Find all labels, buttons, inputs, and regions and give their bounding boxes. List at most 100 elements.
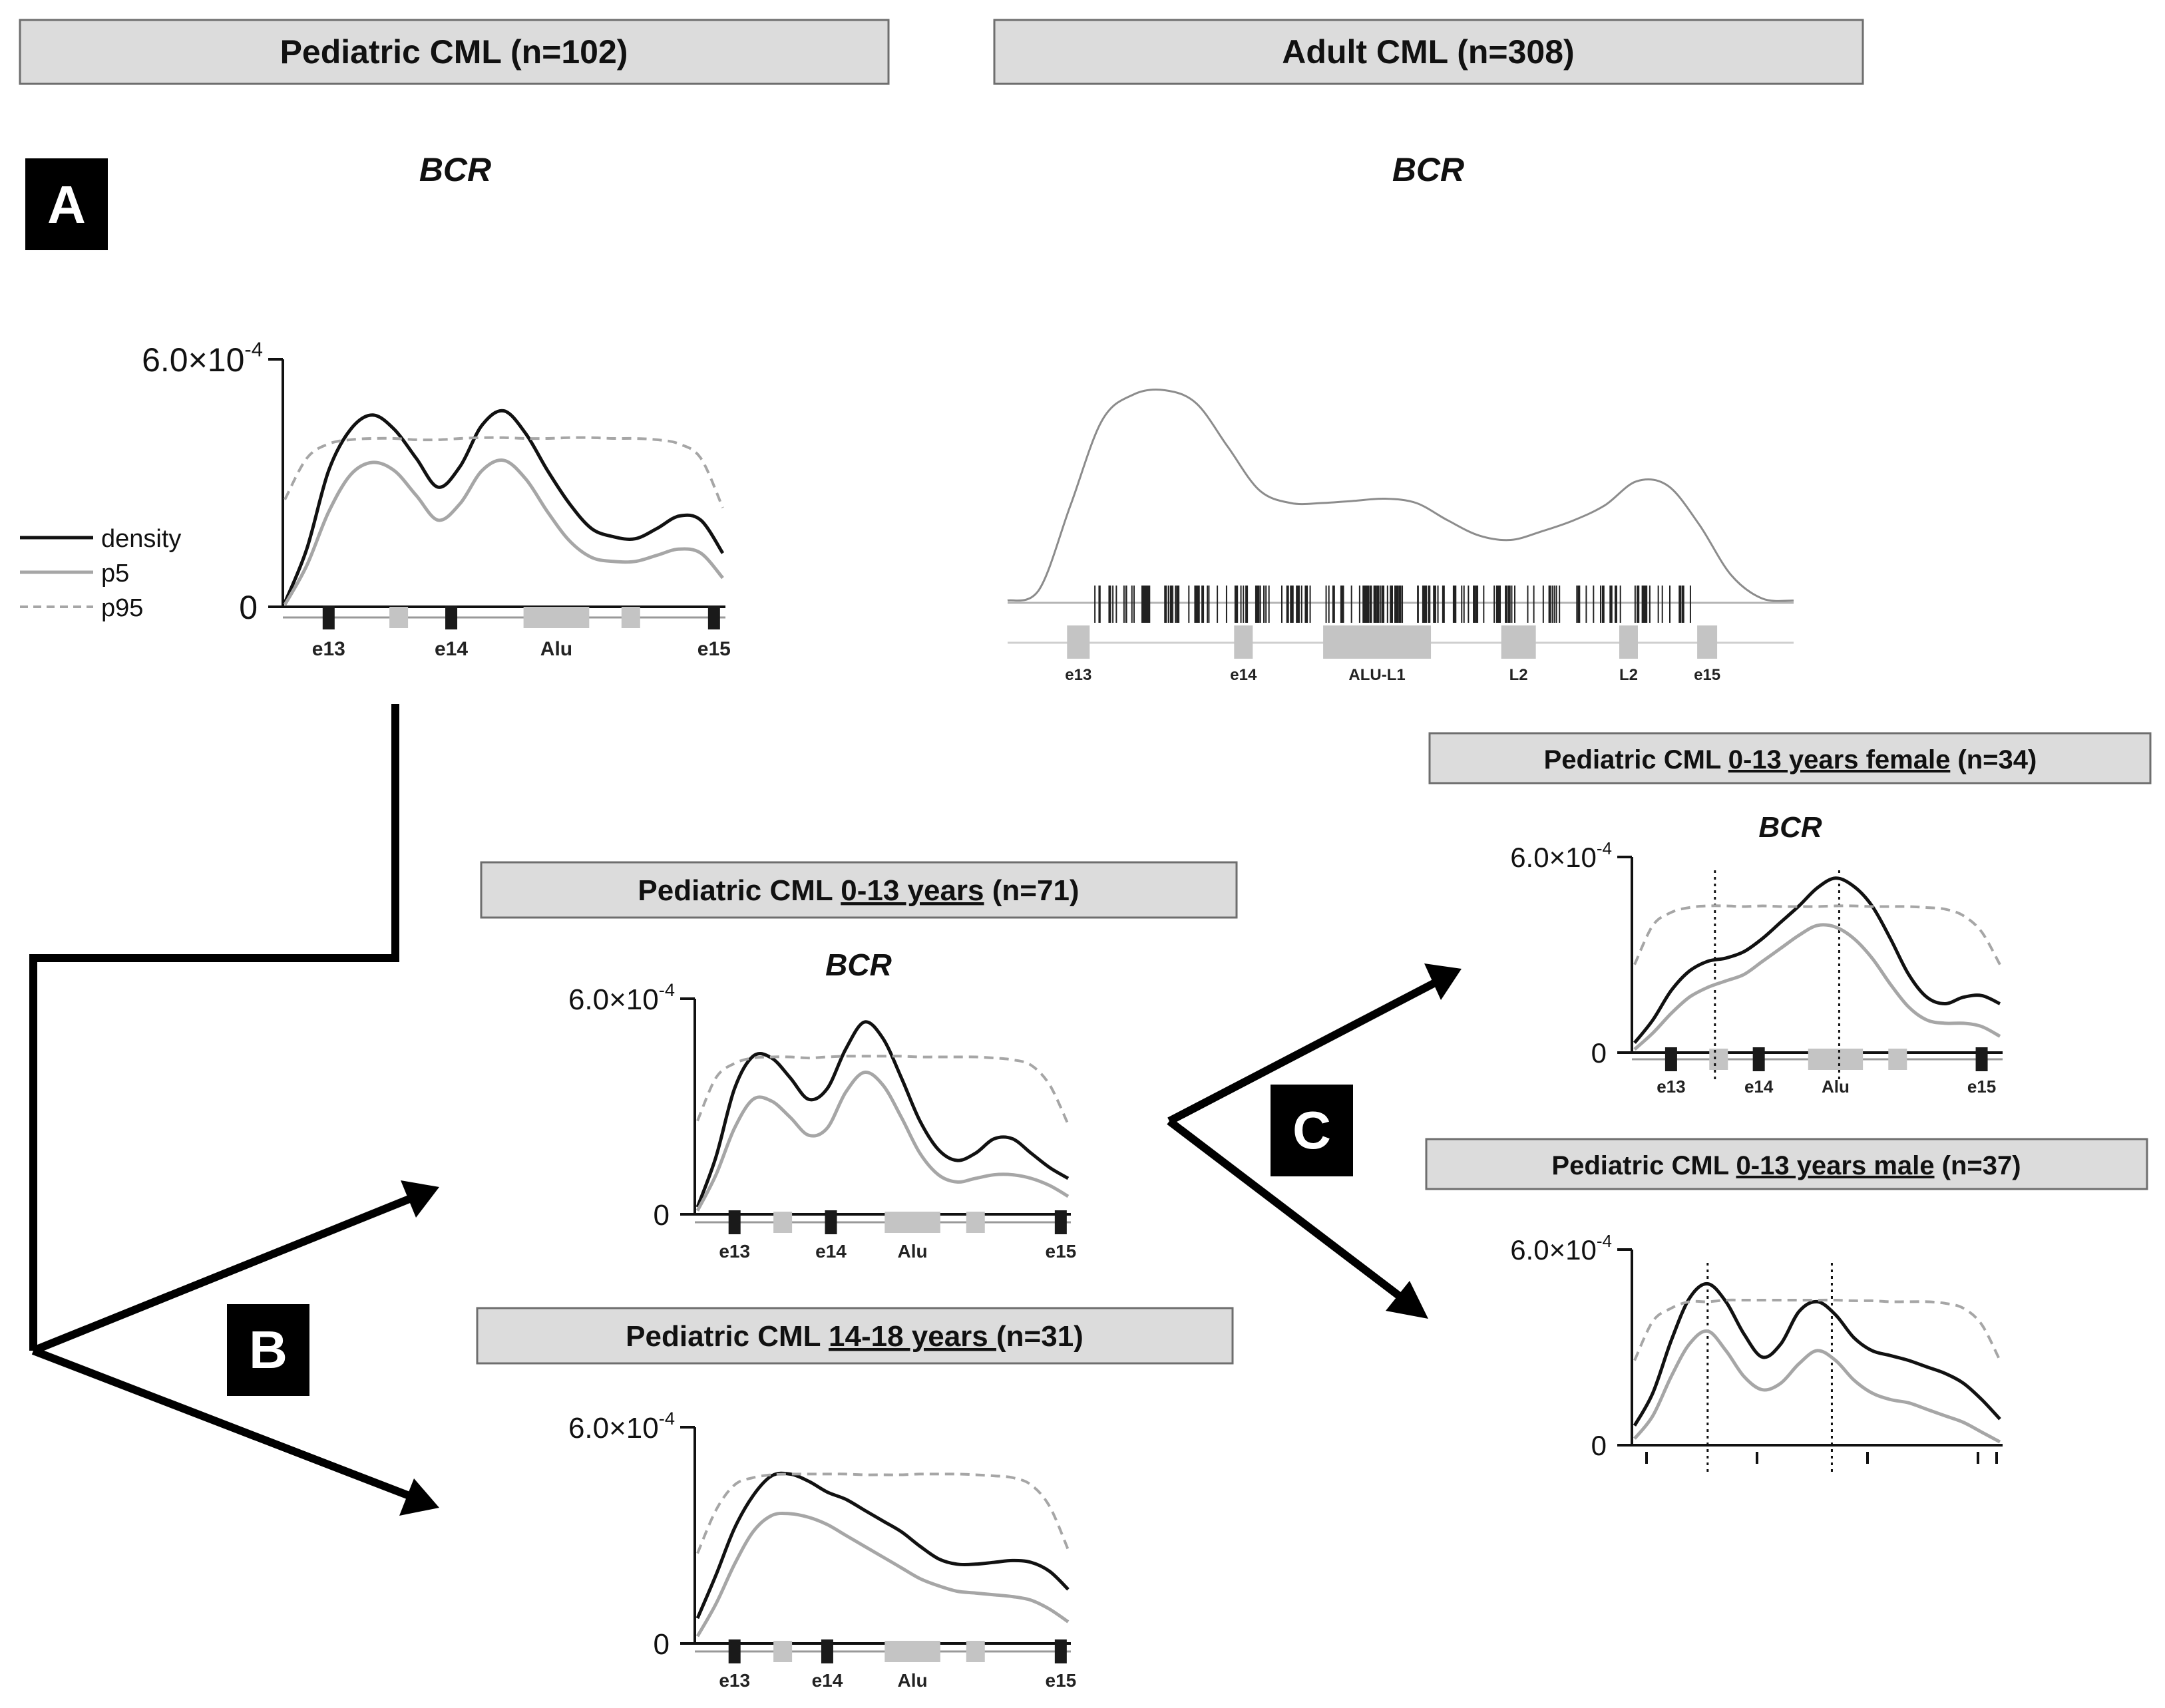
series-density <box>1633 876 2001 1044</box>
exon-label-e13: e13 <box>1065 666 1091 684</box>
series-density <box>1633 1281 2001 1427</box>
exon-label-L2: L2 <box>1509 666 1528 684</box>
exon-label-e14: e14 <box>435 638 468 660</box>
header-adult: Adult CML (n=308) <box>1282 33 1574 71</box>
exon-label-L2: L2 <box>1619 666 1638 684</box>
exon-marker-minor <box>773 1641 793 1662</box>
y-tick-exponent: -4 <box>244 338 263 361</box>
y-tick-label-zero: 0 <box>654 1628 670 1661</box>
header-box-adult <box>993 19 1864 85</box>
y-tick-mantissa: 6.0×10 <box>1510 1234 1597 1266</box>
exon-label-e13: e13 <box>719 1670 750 1691</box>
exon-label-Alu: Alu <box>898 1241 928 1262</box>
exon-marker-L2 <box>1501 625 1536 659</box>
y-tick-mantissa: 6.0×10 <box>568 983 659 1016</box>
exon-label-e15: e15 <box>1694 666 1720 684</box>
y-tick-exponent: -4 <box>1597 838 1612 858</box>
exon-marker-e13 <box>728 1639 741 1663</box>
series-density <box>695 1471 1070 1620</box>
exon-label-Alu: Alu <box>540 638 572 660</box>
y-tick-label-zero: 0 <box>654 1199 670 1232</box>
series-p95 <box>1633 904 2001 965</box>
badge-c-box <box>1271 1085 1353 1176</box>
badge-a: A <box>47 175 86 234</box>
y-tick-label-top: 6.0×10-4 <box>568 1408 675 1445</box>
y-tick-label-top: 6.0×10-4 <box>568 979 675 1016</box>
series-density <box>283 409 725 603</box>
badge-a-box <box>25 158 108 250</box>
exon-marker-minor <box>389 607 409 628</box>
exon-marker-e13 <box>1665 1047 1677 1071</box>
exon-marker-minor <box>966 1212 985 1233</box>
badge-b: B <box>249 1320 288 1379</box>
chart-title-adult: BCR <box>1392 151 1464 188</box>
badge-b-box <box>227 1304 309 1396</box>
exon-marker-e14 <box>821 1639 833 1663</box>
y-tick-label-top: 6.0×10-4 <box>1510 1231 1612 1266</box>
exon-marker-e14 <box>1752 1047 1765 1071</box>
header-box-age-0-13 <box>480 861 1238 919</box>
exon-marker-e13 <box>1067 625 1090 659</box>
y-tick-mantissa: 6.0×10 <box>1510 842 1597 873</box>
exon-marker-e15 <box>1054 1639 1067 1663</box>
header-box-age-14-18 <box>476 1307 1234 1365</box>
header-male: Pediatric CML 0-13 years male (n=37) <box>1551 1151 2021 1180</box>
exon-marker-e13 <box>322 605 335 629</box>
exon-label-Alu: Alu <box>1822 1077 1850 1097</box>
exon-label-e14: e14 <box>1744 1077 1774 1097</box>
series-p5 <box>695 1071 1070 1212</box>
legend-label-p5: p5 <box>101 560 129 588</box>
exon-marker-e13 <box>728 1210 741 1234</box>
series-p5 <box>695 1511 1070 1637</box>
exon-marker-alu <box>885 1641 940 1662</box>
exon-marker-minor <box>1888 1049 1907 1070</box>
arrow-b-upper <box>31 1194 415 1355</box>
header-female: Pediatric CML 0-13 years female (n=34) <box>1544 745 2037 774</box>
y-tick-mantissa: 6.0×10 <box>142 341 244 379</box>
exon-label-e14: e14 <box>1230 666 1257 684</box>
exon-marker-alu <box>1808 1049 1864 1070</box>
exon-marker-ALU-L1 <box>1323 625 1432 659</box>
y-tick-label-top: 6.0×10-4 <box>142 338 263 379</box>
y-tick-exponent: -4 <box>1597 1231 1612 1251</box>
y-tick-exponent: -4 <box>659 979 675 1000</box>
arrow-b-lower <box>31 1347 415 1501</box>
exon-marker-e15 <box>1054 1210 1067 1234</box>
exon-label-e15: e15 <box>697 638 731 660</box>
exon-marker-alu <box>523 607 590 628</box>
exon-marker-e14 <box>445 605 458 629</box>
exon-label-e15: e15 <box>1967 1077 1996 1097</box>
arrowhead-c-lower <box>1386 1281 1428 1319</box>
series-p5 <box>283 458 724 606</box>
header-pediatric: Pediatric CML (n=102) <box>280 33 628 71</box>
series-p5 <box>1633 1329 2001 1444</box>
legend-label-p95: p95 <box>101 594 143 622</box>
exon-marker-e15 <box>1975 1047 1988 1071</box>
header-box-male <box>1425 1138 2148 1190</box>
badge-c: C <box>1292 1101 1331 1160</box>
header-box-female <box>1428 732 2152 784</box>
exon-marker-minor <box>773 1212 793 1233</box>
arrow-c-lower <box>1167 1118 1408 1304</box>
exon-marker-e14 <box>825 1210 837 1234</box>
legend-label-density: density <box>101 525 181 553</box>
arrowhead-b-upper <box>401 1180 439 1218</box>
y-tick-mantissa: 6.0×10 <box>568 1412 659 1445</box>
connector-a-to-b <box>29 704 399 1351</box>
exon-marker-e14 <box>1234 625 1253 659</box>
series-p5 <box>1633 923 2001 1051</box>
exon-marker-alu <box>885 1212 940 1233</box>
y-tick-label-zero: 0 <box>239 589 258 626</box>
series-p95 <box>284 436 724 509</box>
series-density <box>695 1020 1070 1208</box>
y-tick-label-zero: 0 <box>1591 1037 1607 1069</box>
exon-label-e14: e14 <box>815 1241 847 1262</box>
exon-label-e15: e15 <box>1046 1241 1077 1262</box>
exon-marker-L2 <box>1619 625 1638 659</box>
